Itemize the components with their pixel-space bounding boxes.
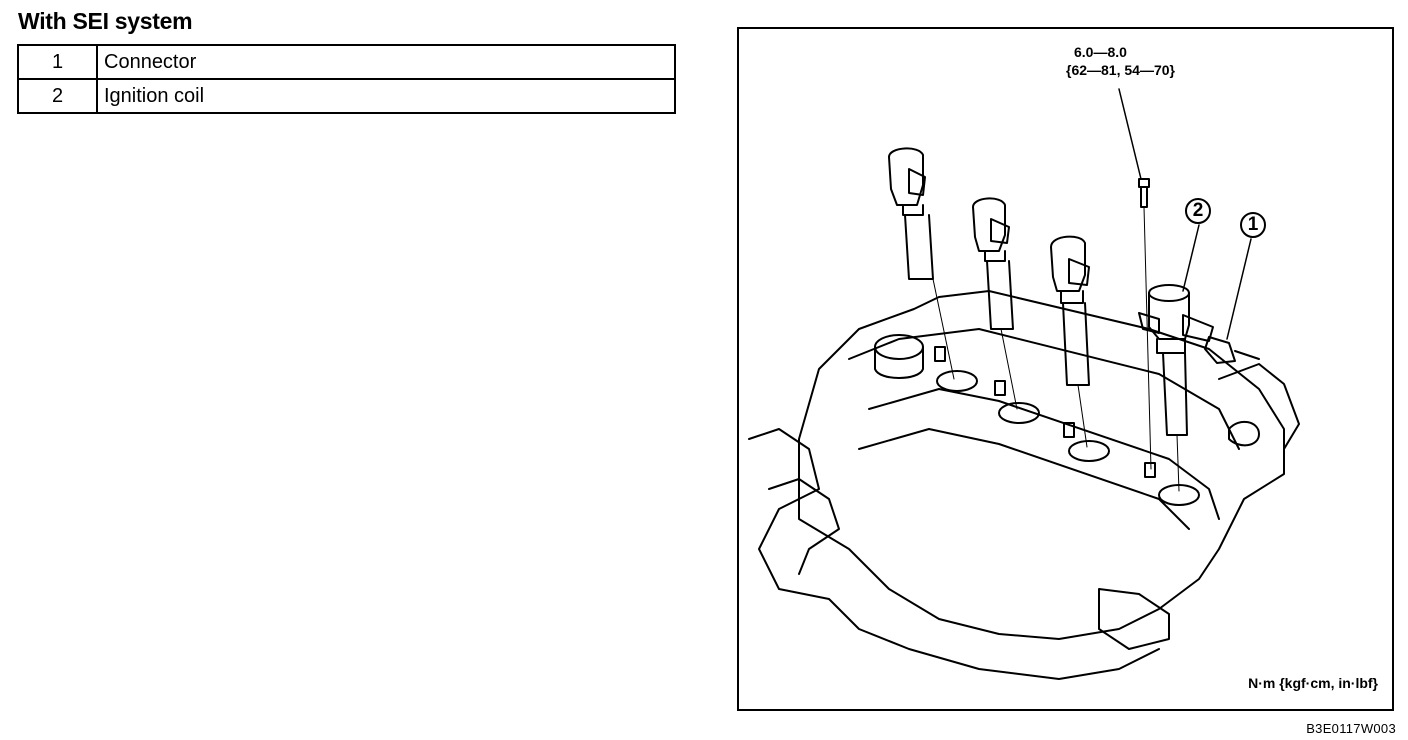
part-number: 1 (17, 44, 98, 80)
part-name: Connector (96, 44, 676, 80)
ignition-coil-1 (888, 147, 955, 380)
section-title: With SEI system (18, 8, 193, 34)
torque-alt-units: {62—81, 54—70} (1066, 62, 1175, 78)
ignition-coil-3 (1050, 235, 1090, 448)
mounting-bolt (1138, 178, 1152, 470)
callout-2-leader (1182, 224, 1200, 292)
manifold-left (748, 428, 1160, 680)
engine-illustration (748, 88, 1300, 680)
parts-table: 1 Connector 2 Ignition coil (17, 44, 676, 114)
ignition-coil-2 (972, 197, 1018, 410)
torque-leader (1118, 88, 1142, 180)
head-cover-outline (798, 290, 1285, 640)
callout-1-leader (1226, 238, 1252, 340)
stud-bolt (1063, 422, 1075, 438)
callout-1: 1 (1240, 212, 1266, 238)
head-cover-ridge (848, 328, 1240, 450)
coil-rail (868, 388, 1220, 520)
table-row: 1 Connector (17, 44, 676, 80)
stud-bolt (934, 346, 946, 362)
torque-units-label: N·m {kgf·cm, in·lbf} (1248, 675, 1378, 691)
ignition-coil-diagram: 6.0—8.0 {62—81, 54—70} 2 1 N·m {kgf·cm, … (737, 27, 1394, 711)
ignition-coil-4 (1138, 284, 1214, 492)
part-number: 2 (17, 78, 98, 114)
torque-value: 6.0—8.0 (1074, 44, 1127, 60)
part-name: Ignition coil (96, 78, 676, 114)
table-row: 2 Ignition coil (17, 78, 676, 114)
connector (1204, 336, 1260, 364)
callout-2: 2 (1185, 198, 1211, 224)
manifold-left-inner (768, 478, 840, 575)
manifold-right (1218, 363, 1300, 450)
coil-rail-lower (858, 428, 1190, 530)
plug-hole-3 (1068, 440, 1110, 462)
cover-lower-edge (1098, 588, 1170, 650)
stud-bolt (1144, 462, 1156, 478)
plug-hole-1 (936, 370, 978, 392)
plug-hole-2 (998, 402, 1040, 424)
cover-bolt-right (1228, 420, 1260, 447)
stud-bolt (994, 380, 1006, 396)
oil-cap-body (874, 346, 924, 379)
figure-code: B3E0117W003 (1306, 721, 1396, 736)
